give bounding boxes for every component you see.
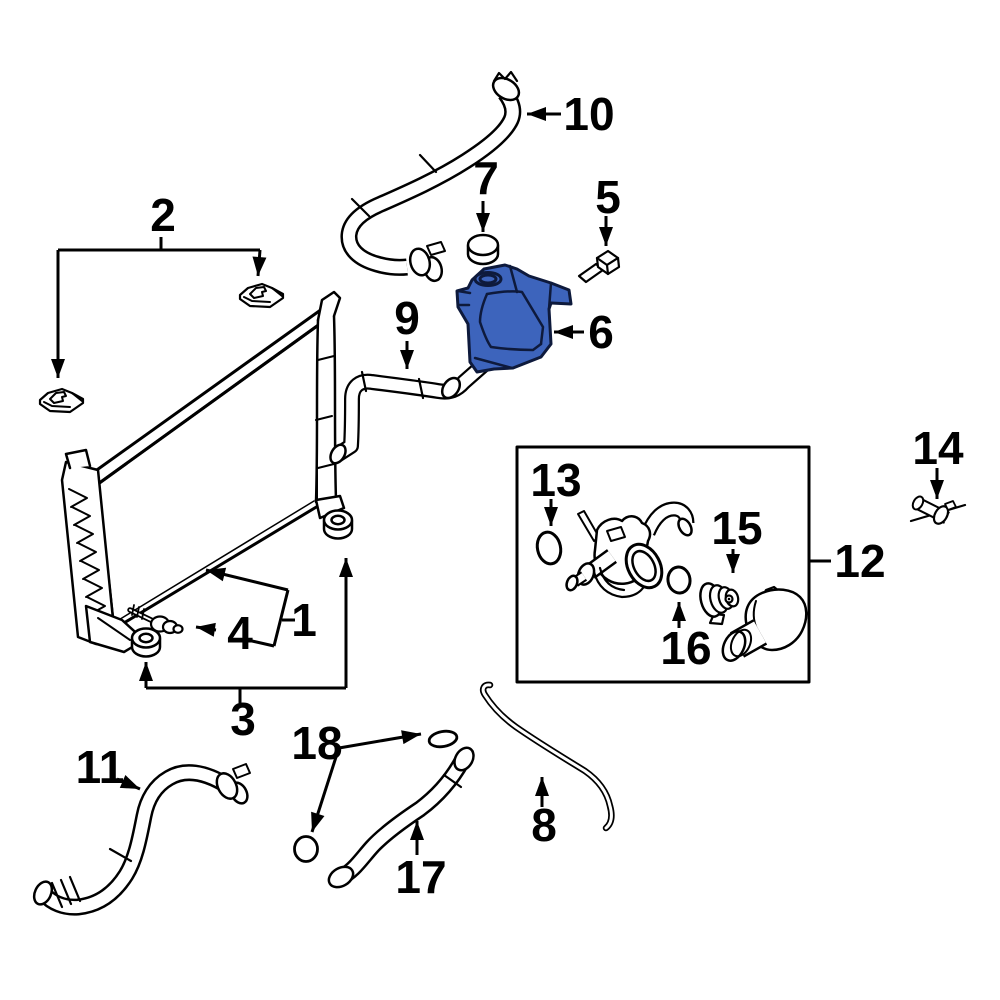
hose-clamp-icon (215, 772, 239, 800)
seal-cap-18 (293, 835, 319, 863)
callout-line-1 (205, 567, 289, 592)
callout-6: 6 (588, 306, 614, 358)
small-clip (577, 249, 621, 284)
o-ring-16 (666, 565, 692, 595)
callout-labels: 1 2 3 4 5 6 7 8 9 10 11 12 13 14 15 16 1… (76, 88, 964, 903)
reservoir-cap (466, 233, 500, 266)
callout-10: 10 (563, 88, 614, 140)
callout-11: 11 (76, 741, 125, 793)
bleed-hose (909, 495, 967, 525)
upper-radiator-hose (340, 70, 522, 283)
radiator-grommet-upper (322, 509, 354, 540)
callout-12: 12 (834, 535, 885, 587)
callout-14: 14 (912, 422, 964, 474)
callout-15: 15 (711, 502, 762, 554)
overflow-tube (479, 681, 615, 832)
radiator (60, 290, 346, 654)
radiator-mount-clip-upper (238, 282, 285, 309)
lower-radiator-hose (32, 763, 251, 916)
hose-clamp-icon (408, 247, 432, 277)
callout-1: 1 (291, 594, 317, 646)
callout-7: 7 (473, 152, 499, 204)
callout-13: 13 (530, 454, 581, 506)
callout-2: 2 (150, 189, 176, 241)
callout-line-2b (252, 249, 267, 277)
callout-9: 9 (394, 292, 420, 344)
callout-8: 8 (531, 799, 557, 851)
callout-4: 4 (227, 607, 253, 659)
water-outlet (721, 585, 808, 662)
callout-3: 3 (230, 693, 256, 745)
callout-5: 5 (595, 171, 621, 223)
radiator-grommet-lower (130, 627, 162, 658)
callout-line-4 (195, 622, 217, 637)
coolant-reservoir-highlight (455, 263, 573, 374)
reservoir-hose (329, 353, 495, 465)
callout-line-11 (116, 775, 141, 791)
thermostat-housing (565, 501, 695, 599)
seal-ring-18 (427, 729, 459, 749)
radiator-mount-clip-lower (38, 387, 85, 414)
callout-line-18b (310, 756, 338, 833)
o-ring-13 (535, 530, 563, 566)
callout-18: 18 (291, 717, 342, 769)
thermostat (699, 582, 740, 626)
heater-hose (327, 746, 475, 889)
callout-17: 17 (395, 851, 446, 903)
callout-16: 16 (660, 622, 711, 674)
callout-line-18a (338, 730, 422, 750)
drain-plug (127, 604, 184, 635)
callout-lines (51, 107, 944, 855)
